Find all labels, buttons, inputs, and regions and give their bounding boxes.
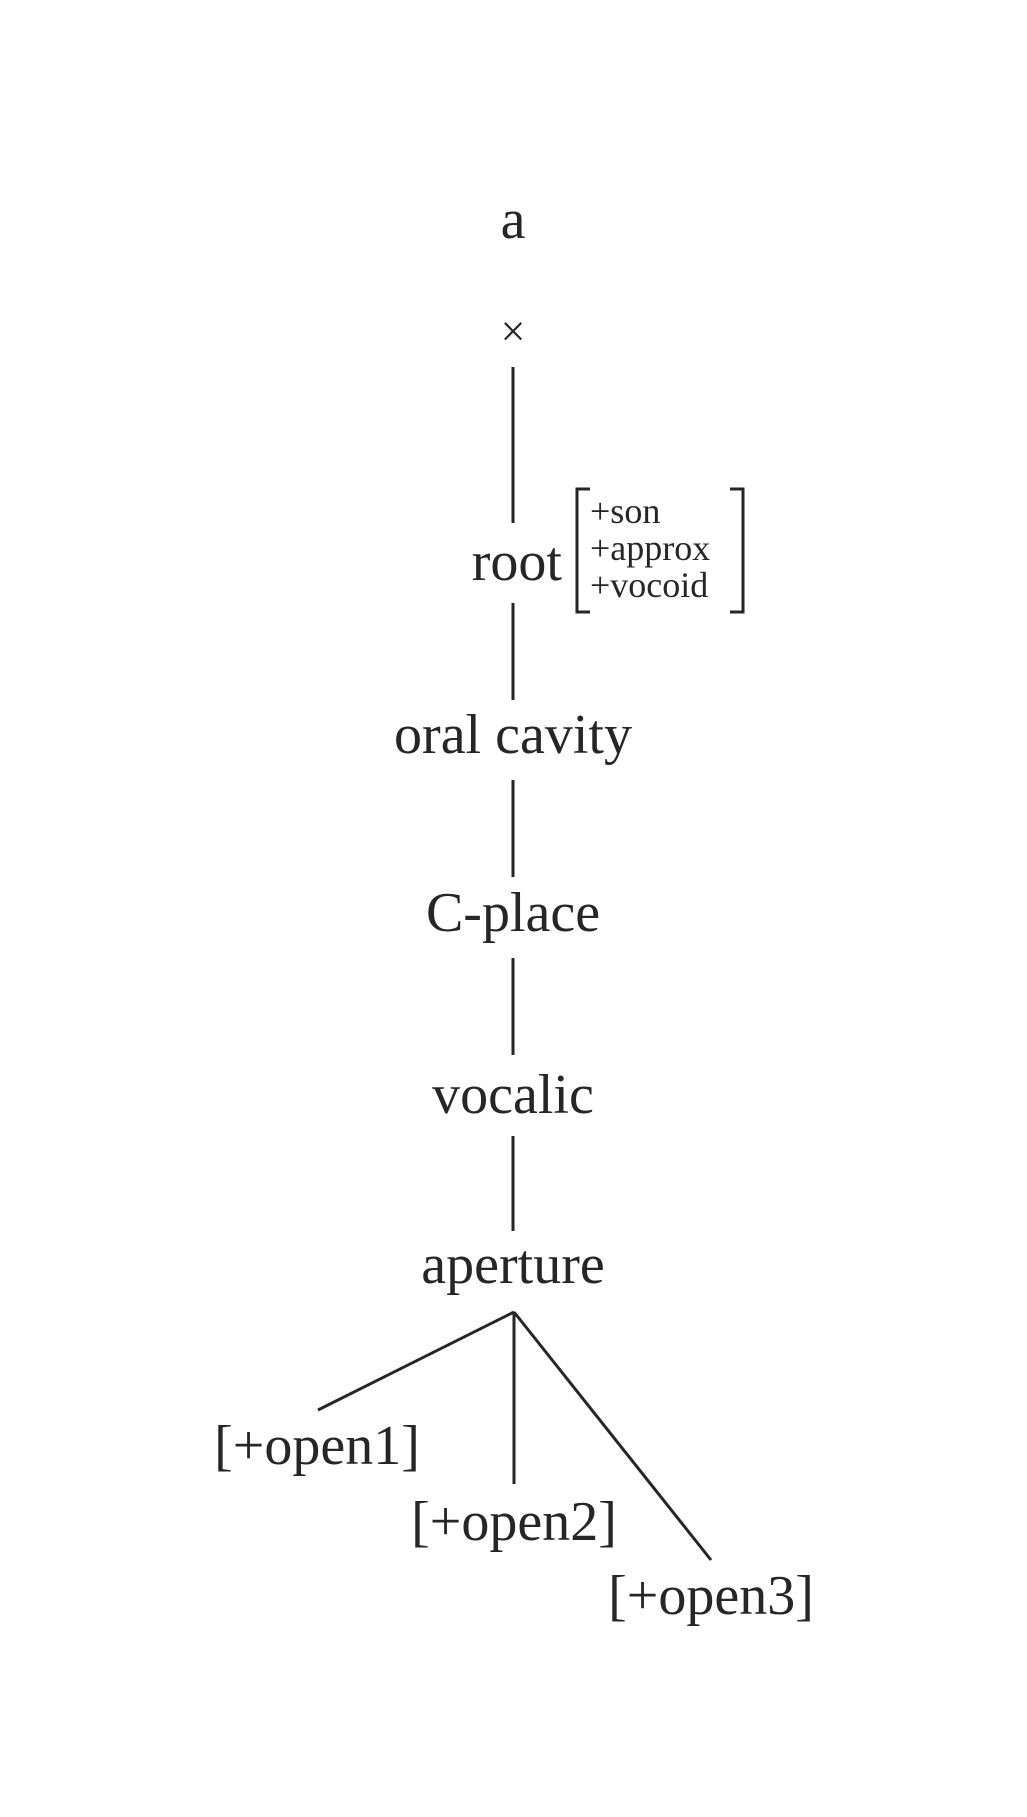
branch-aperture-open3 (512, 1311, 713, 1561)
feature-open2: [+open2] (411, 1491, 617, 1553)
segment-label: a (501, 189, 526, 251)
feature-vocoid: +vocoid (590, 565, 708, 605)
feature-open1: [+open1] (214, 1415, 420, 1477)
feature-open3: [+open3] (608, 1565, 814, 1627)
feature-approx: +approx (590, 528, 710, 568)
node-c-place: C-place (426, 882, 600, 944)
feature-bracket-right (730, 487, 745, 614)
branch-aperture-open1 (317, 1310, 515, 1412)
node-oral-cavity: oral cavity (394, 704, 632, 766)
timing-slot-x: × (501, 307, 526, 356)
node-vocalic: vocalic (432, 1064, 594, 1126)
feature-son: +son (590, 491, 660, 531)
feature-bracket-left (575, 487, 590, 614)
node-aperture: aperture (421, 1234, 604, 1296)
node-root: root (472, 531, 563, 593)
